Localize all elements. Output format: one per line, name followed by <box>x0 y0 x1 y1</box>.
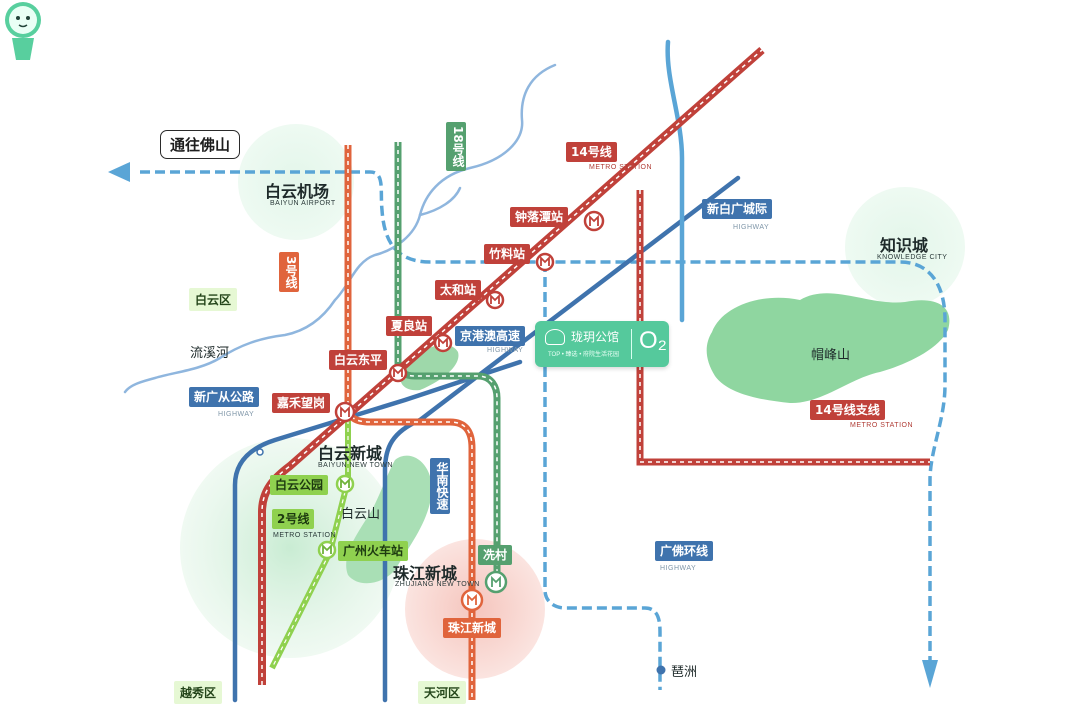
station-label-baiyun-park[interactable]: 白云公园 <box>270 475 329 495</box>
project-logo-icon <box>545 329 565 345</box>
highway-jinggangao-sub: HIGHWAY <box>487 347 524 354</box>
maofeng-mountain-label: 帽峰山 <box>811 348 851 363</box>
zhujiang-new-town-label: 珠江新城 <box>393 564 458 583</box>
highway-xinbaiguang-sub: HIGHWAY <box>733 224 770 231</box>
highway-junction-dot <box>256 448 264 456</box>
metro-line-2 <box>269 412 351 670</box>
river <box>123 63 557 394</box>
station-label-zhongluotan[interactable]: 钟落潭站 <box>510 207 569 227</box>
airport-label: 白云机场 <box>265 182 330 201</box>
mascot-icon <box>5 2 41 60</box>
pazhou-dot <box>656 665 666 675</box>
south-arrow <box>922 660 938 688</box>
foshan-arrow <box>108 162 130 182</box>
highway-xinguangcong-label: 新广从公路 <box>189 387 260 407</box>
highway-xinbaiguang-label: 新白广城际 <box>702 199 773 219</box>
station-label-guangzhou-railway[interactable]: 广州火车站 <box>338 541 409 561</box>
highway-guangfo-label: 广佛环线 <box>655 541 714 561</box>
airport-area <box>238 124 354 240</box>
station-label-xiancun[interactable]: 冼村 <box>478 545 513 565</box>
line14-sub: METRO STATION <box>589 164 653 171</box>
zhujiang-new-town-en: ZHUJIANG NEW TOWN <box>395 581 480 588</box>
knowledge-city-en: KNOWLEDGE CITY <box>877 254 948 261</box>
station-label-zhujiang[interactable]: 珠江新城 <box>443 618 502 638</box>
station-label-taihe[interactable]: 太和站 <box>435 280 482 300</box>
highway-xinguangcong-sub: HIGHWAY <box>218 411 255 418</box>
baiyun-mountain-label: 白云山 <box>341 507 381 522</box>
baiyun-new-town-en: BAIYUN NEW TOWN <box>318 462 393 469</box>
highway-huanan-label: 华南快速 <box>430 458 450 514</box>
to-foshan-label: 通往佛山 <box>160 130 241 159</box>
liuxi-river-label: 流溪河 <box>190 346 230 361</box>
line18-label: 18号线 <box>446 122 466 171</box>
airport-en: BAIYUN AIRPORT <box>270 200 336 207</box>
project-name: 珑玥公馆 <box>571 330 620 344</box>
line14-label: 14号线 <box>566 142 617 162</box>
project-card[interactable]: 珑玥公馆 TOP • 臻选 • 府院生活花园 O₂ <box>535 321 669 367</box>
station-label-dongping[interactable]: 白云东平 <box>329 350 388 370</box>
pazhou-label: 琶洲 <box>671 665 698 680</box>
station-glyphs <box>322 214 599 605</box>
line2-label: 2号线 <box>272 509 315 529</box>
station-label-xialiang[interactable]: 夏良站 <box>386 316 433 336</box>
project-brand: O₂ <box>639 327 667 354</box>
project-divider <box>631 329 632 359</box>
baiyun-new-town-label: 白云新城 <box>318 444 383 463</box>
station-label-jiahe[interactable]: 嘉禾望岗 <box>272 393 331 413</box>
line14-branch-sub: METRO STATION <box>850 422 914 429</box>
district-tianhe: 天河区 <box>418 681 467 704</box>
line2-sub: METRO STATION <box>273 532 337 539</box>
highway-dashed <box>140 170 947 690</box>
maofeng-mountain-area <box>706 293 950 404</box>
line14-branch-label: 14号线支线 <box>810 400 885 420</box>
district-baiyun: 白云区 <box>189 288 238 311</box>
highway-jinggangao-label: 京港澳高速 <box>455 326 526 346</box>
highway-guangfo-sub: HIGHWAY <box>660 565 697 572</box>
station-label-zhuliao[interactable]: 竹料站 <box>484 244 531 264</box>
project-tagline: TOP • 臻选 • 府院生活花园 <box>548 352 619 358</box>
district-yuexiu: 越秀区 <box>174 681 223 704</box>
knowledge-city-label: 知识城 <box>880 236 929 255</box>
line3-label: 3号线 <box>279 252 299 293</box>
